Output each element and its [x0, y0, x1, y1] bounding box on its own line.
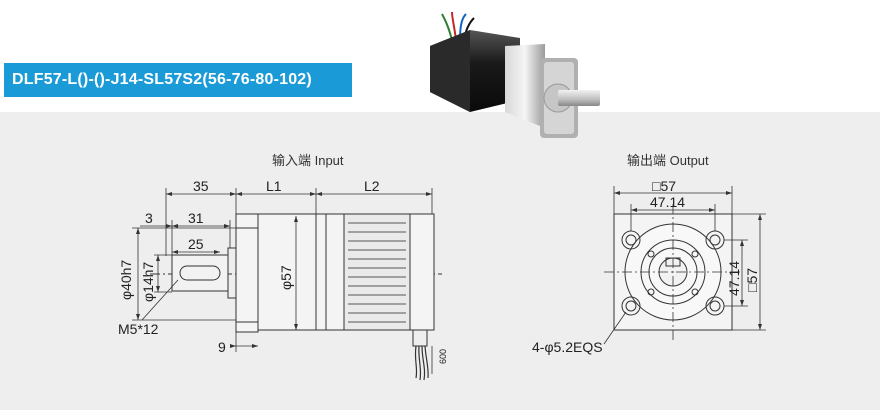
- keyway: [179, 265, 221, 281]
- dim-l2: L2: [364, 178, 380, 194]
- gearbox-body-outline: [257, 213, 317, 331]
- dim-31: 31: [188, 210, 204, 226]
- dim-40h7: φ40h7: [118, 260, 134, 300]
- output-shaft: [558, 90, 600, 106]
- dim-m5: M5*12: [118, 321, 159, 337]
- dim-14h7: φ14h7: [140, 262, 156, 302]
- dim-25: 25: [188, 236, 204, 252]
- dim-l1: L1: [266, 178, 282, 194]
- drawing-panel: 输入端 Input 输出端 Output: [0, 112, 880, 410]
- dim-output-57-right: □57: [744, 268, 760, 292]
- model-title-banner: DLF57-L()-()-J14-SL57S2(56-76-80-102): [4, 63, 352, 97]
- gearbox-flange-outline: [235, 213, 259, 333]
- shaft-outline: [171, 254, 229, 292]
- dim-35: 35: [193, 178, 209, 194]
- motor-leads: [414, 345, 429, 381]
- dim-3: 3: [145, 210, 153, 226]
- input-view-label: 输入端 Input: [272, 153, 344, 168]
- gearbox-body: [505, 44, 545, 128]
- dim-output-57-top: □57: [652, 178, 676, 194]
- dim-output-4714-vertical: 47.14: [726, 261, 742, 296]
- motor-fins: [348, 222, 406, 323]
- dim-57-diameter: φ57: [278, 265, 294, 290]
- dim-mounting-holes: 4-φ5.2EQS: [532, 339, 603, 355]
- dim-600: 600: [438, 349, 448, 364]
- output-view-label: 输出端 Output: [627, 153, 709, 168]
- dim-9: 9: [218, 339, 226, 355]
- dim-output-4714-horizontal: 47.14: [650, 194, 685, 210]
